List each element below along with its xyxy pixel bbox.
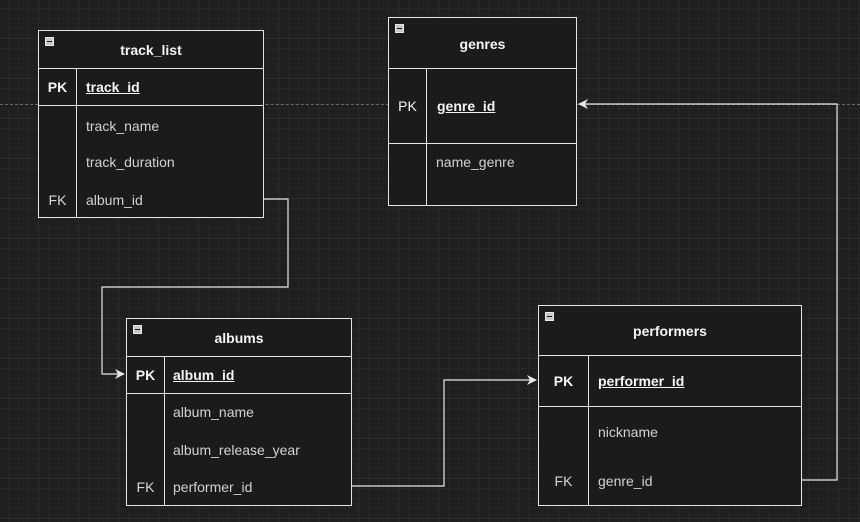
fk-field[interactable]: performer_id bbox=[173, 479, 253, 495]
fk-field[interactable]: genre_id bbox=[598, 473, 653, 489]
collapse-icon[interactable] bbox=[395, 24, 404, 33]
field-row[interactable]: name_genre bbox=[436, 154, 515, 170]
key-column-divider bbox=[426, 68, 427, 206]
table-title: genres bbox=[459, 36, 506, 52]
pk-label: PK bbox=[47, 79, 68, 95]
table-genres[interactable]: genres PK genre_id name_genre bbox=[388, 17, 577, 206]
pk-divider bbox=[389, 143, 576, 144]
pk-divider bbox=[127, 393, 351, 394]
pk-label: PK bbox=[135, 367, 156, 383]
table-albums[interactable]: albums PK album_id album_name album_rele… bbox=[126, 318, 352, 506]
field-row[interactable]: album_release_year bbox=[173, 442, 300, 458]
table-title: performers bbox=[633, 323, 707, 339]
table-title: track_list bbox=[120, 42, 182, 58]
pk-field[interactable]: performer_id bbox=[598, 373, 685, 389]
header-divider bbox=[39, 68, 263, 69]
pk-label: PK bbox=[553, 373, 574, 389]
key-column-divider bbox=[164, 356, 165, 506]
pk-divider bbox=[39, 105, 263, 106]
field-row[interactable]: track_name bbox=[86, 118, 160, 134]
collapse-icon[interactable] bbox=[545, 312, 554, 321]
key-column-divider bbox=[588, 355, 589, 506]
field-row[interactable]: track_duration bbox=[86, 154, 175, 170]
pk-label: PK bbox=[398, 98, 417, 114]
fk-label: FK bbox=[48, 192, 67, 208]
field-row[interactable]: album_name bbox=[173, 404, 254, 420]
pk-field[interactable]: track_id bbox=[86, 79, 140, 95]
connector-albums-to-performers[interactable] bbox=[352, 375, 537, 487]
fk-label: FK bbox=[554, 473, 573, 489]
field-row[interactable]: nickname bbox=[598, 424, 658, 440]
pk-field[interactable]: genre_id bbox=[437, 98, 496, 114]
table-performers[interactable]: performers PK performer_id nickname FK g… bbox=[538, 305, 802, 506]
pk-divider bbox=[539, 406, 801, 407]
table-title: albums bbox=[214, 330, 264, 346]
header-divider bbox=[389, 68, 576, 69]
fk-label: FK bbox=[136, 479, 155, 495]
table-track-list[interactable]: track_list PK track_id track_name track_… bbox=[38, 30, 264, 218]
pk-field[interactable]: album_id bbox=[173, 367, 235, 383]
collapse-icon[interactable] bbox=[45, 37, 54, 46]
key-column-divider bbox=[76, 68, 77, 218]
header-divider bbox=[539, 355, 801, 356]
fk-field[interactable]: album_id bbox=[86, 192, 143, 208]
header-divider bbox=[127, 356, 351, 357]
